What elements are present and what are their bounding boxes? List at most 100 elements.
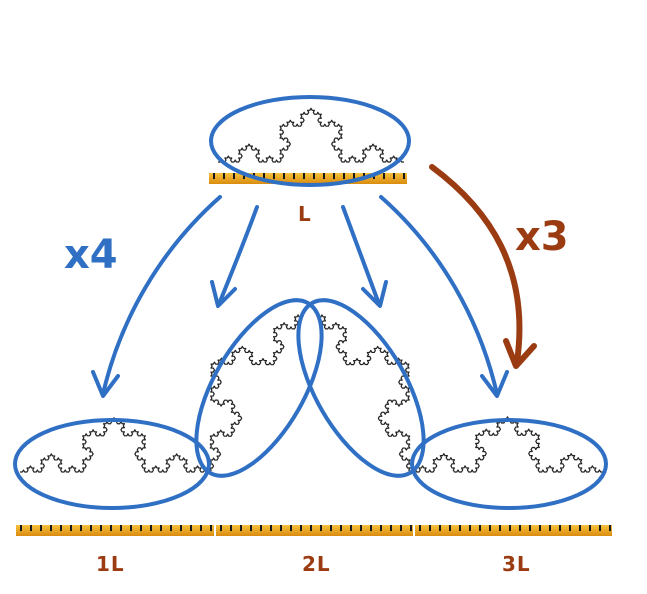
ruler-tick [569, 525, 571, 532]
label-multiplier-x4: x4 [64, 232, 118, 278]
ruler-tick [60, 525, 62, 532]
ruler-tick [383, 173, 385, 180]
ruler-tick [390, 525, 392, 532]
ruler-tick [370, 525, 372, 532]
ruler-tick [419, 525, 421, 532]
ruler-tick [499, 525, 501, 532]
ruler-tick [40, 525, 42, 532]
ruler-tick [479, 525, 481, 532]
ruler-3l [415, 525, 612, 536]
arrow-to-piece-1 [101, 195, 222, 396]
ruler-tick [579, 525, 581, 532]
ellipse-piece-2 [194, 298, 324, 478]
ruler-tick [213, 173, 215, 180]
ruler-tick [539, 525, 541, 532]
ruler-tick [220, 525, 222, 532]
ruler-tick [323, 173, 325, 180]
ruler-tick [519, 525, 521, 532]
ruler-tick [599, 525, 601, 532]
ruler-tick [589, 525, 591, 532]
ruler-tick [263, 173, 265, 180]
arrow-to-piece-2 [217, 205, 259, 306]
koch-curve-piece-4 [412, 416, 603, 473]
ellipse-piece-4 [410, 418, 608, 510]
ruler-tick [170, 525, 172, 532]
label-ruler-1l: 1L [96, 552, 125, 576]
ruler-tick [310, 525, 312, 532]
ruler-tick [20, 525, 22, 532]
ruler-tick [313, 173, 315, 180]
ruler-tick [290, 525, 292, 532]
ruler-tick [380, 525, 382, 532]
ruler-tick [549, 525, 551, 532]
ruler-tick [293, 173, 295, 180]
ruler-bar [209, 173, 407, 184]
ruler-1l [16, 525, 214, 536]
ruler-tick [210, 525, 212, 532]
koch-curve-piece-3 [314, 310, 411, 473]
ruler-tick [230, 525, 232, 532]
arrow-to-piece-2-head [210, 280, 237, 308]
ruler-tick [240, 525, 242, 532]
ruler-tick [353, 173, 355, 180]
koch-curve-piece-1 [20, 417, 208, 473]
ruler-tick [270, 525, 272, 532]
ruler-tick [459, 525, 461, 532]
ruler-tick [260, 525, 262, 532]
ruler-tick [410, 525, 412, 532]
ruler-tick [30, 525, 32, 532]
ruler-tick [110, 525, 112, 532]
ruler-tick [233, 173, 235, 180]
ruler-tick [400, 525, 402, 532]
ruler-tick [559, 525, 561, 532]
ruler-tick [330, 525, 332, 532]
ruler-tick [140, 525, 142, 532]
ruler-bar [216, 525, 413, 536]
ruler-tick [100, 525, 102, 532]
ruler-tick [200, 525, 202, 532]
arrow-scale-up-head [503, 338, 537, 369]
ruler-tick [469, 525, 471, 532]
label-ruler-3l: 3L [502, 552, 531, 576]
arrow-to-piece-4 [379, 195, 499, 396]
ellipse-top [209, 95, 411, 187]
ruler-tick [273, 173, 275, 180]
ruler-tick [300, 525, 302, 532]
ellipse-piece-1 [13, 418, 211, 510]
ruler-tick [50, 525, 52, 532]
arrow-scale-up [429, 164, 523, 365]
ruler-bar [16, 525, 214, 536]
ruler-tick [223, 173, 225, 180]
ellipse-piece-3 [296, 298, 426, 478]
ruler-tick [130, 525, 132, 532]
koch-curve-top [218, 107, 404, 163]
ruler-tick [449, 525, 451, 532]
ruler-tick [333, 173, 335, 180]
ruler-tick [529, 525, 531, 532]
label-multiplier-x3: x3 [515, 214, 569, 260]
ruler-bar [415, 525, 612, 536]
arrow-to-piece-4-head [480, 370, 509, 398]
ruler-tick [360, 525, 362, 532]
ruler-tick [489, 525, 491, 532]
ruler-tick [80, 525, 82, 532]
ruler-tick [243, 173, 245, 180]
ruler-tick [403, 173, 405, 180]
ruler-tick [343, 173, 345, 180]
ruler-tick [283, 173, 285, 180]
ruler-tick [320, 525, 322, 532]
ruler-tick [393, 173, 395, 180]
arrow-to-piece-3-head [361, 280, 388, 308]
ruler-tick [190, 525, 192, 532]
ruler-tick [160, 525, 162, 532]
ruler-tick [609, 525, 611, 532]
ruler-tick [439, 525, 441, 532]
ruler-tick [180, 525, 182, 532]
ruler-tick [90, 525, 92, 532]
ruler-tick [429, 525, 431, 532]
ruler-tick [280, 525, 282, 532]
koch-curve-piece-2 [209, 310, 306, 473]
ruler-tick [350, 525, 352, 532]
ruler-tick [509, 525, 511, 532]
ruler-2l [216, 525, 413, 536]
